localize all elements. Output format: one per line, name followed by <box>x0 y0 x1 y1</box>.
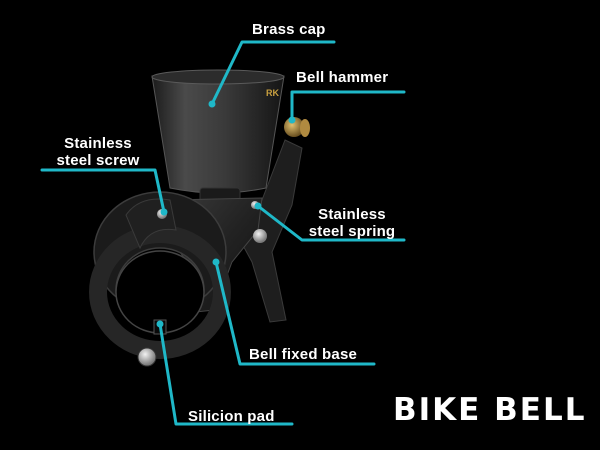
label-bell-hammer: Bell hammer <box>296 69 389 86</box>
callout-line-bell-hammer <box>290 90 406 122</box>
label-steel-spring: Stainless steel spring <box>300 206 404 240</box>
callout-line-pad <box>158 322 294 426</box>
callout-line-steel-spring <box>256 204 406 242</box>
label-bell-fixed-base: Bell fixed base <box>249 346 358 363</box>
label-steel-spring-line1: Stainless <box>318 206 386 223</box>
label-steel-screw-line2: steel screw <box>56 152 140 169</box>
label-silicone-pad: Silicion pad <box>188 408 275 425</box>
callout-line-brass-cap <box>210 40 336 106</box>
label-steel-screw-line1: Stainless <box>64 135 132 152</box>
page-title: BIKE BELL <box>393 392 587 428</box>
callout-line-fixed-base <box>214 260 376 366</box>
callout-line-steel-screw <box>40 168 166 214</box>
label-brass-cap: Brass cap <box>252 21 326 38</box>
cap-logo: RK <box>266 88 279 98</box>
label-steel-spring-line2: steel spring <box>308 223 396 240</box>
bell-hammer <box>284 117 304 137</box>
steel-spring-pivot <box>253 229 267 243</box>
clamp-bottom-screw <box>137 347 157 367</box>
label-steel-screw: Stainless steel screw <box>42 135 154 169</box>
